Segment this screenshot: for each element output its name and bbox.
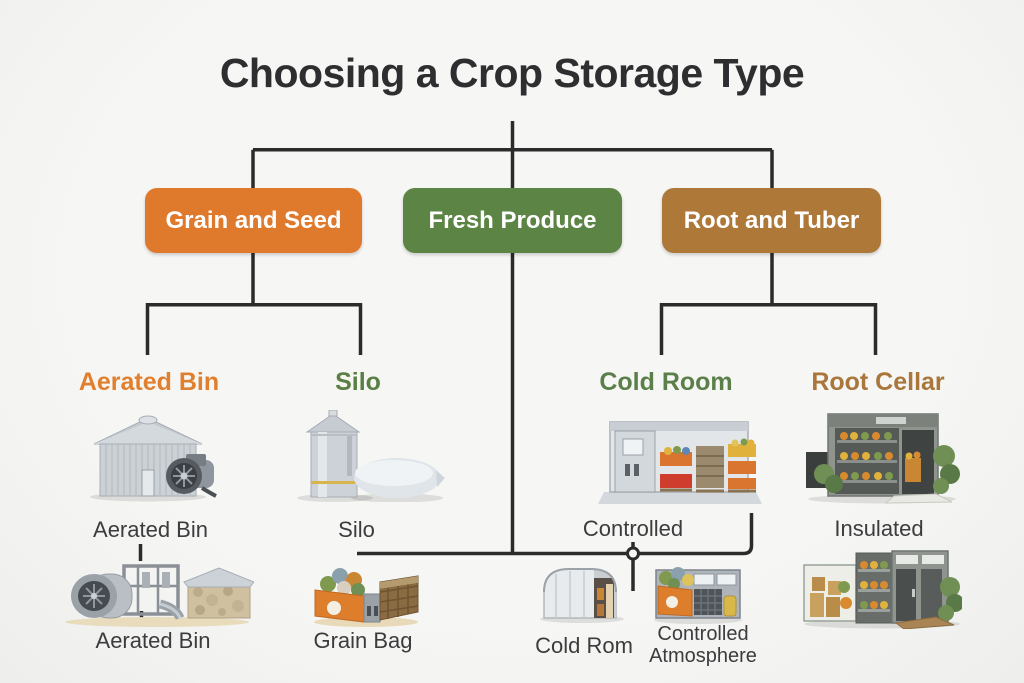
insulated-cellar-illustration (803, 550, 962, 629)
category-box-fresh-produce: Fresh Produce (403, 188, 622, 253)
connector-bottom-bar (357, 513, 754, 556)
connector-junction-node (626, 546, 640, 561)
page-title: Choosing a Crop Storage Type (219, 50, 805, 96)
aeration-fan-and-covered-pile-illustration (65, 564, 254, 627)
grain-bag-and-basket-illustration (314, 568, 419, 627)
caption-aerated-bin: Aerated Bin (93, 517, 208, 542)
caption-silo: Silo (338, 517, 375, 542)
root-cellar-illustration (806, 413, 960, 504)
caption-aerated-bin-2: Aerated Bin (95, 628, 211, 653)
caption-grain-bag: Grain Bag (313, 628, 413, 653)
heading-silo: Silo (335, 368, 381, 396)
category-label: Root and Tuber (683, 206, 860, 234)
heading-cold-room: Cold Room (599, 368, 733, 396)
silo-with-grain-bag-illustration (297, 410, 445, 502)
category-label: Grain and Seed (165, 206, 342, 234)
heading-root-cellar: Root Cellar (811, 368, 945, 396)
aerated-grain-bin-illustration (90, 415, 217, 502)
controlled-atmosphere-unit-illustration (654, 567, 742, 624)
category-box-root-and-tuber: Root and Tuber (662, 188, 881, 253)
connector-split-root (659, 303, 878, 355)
caption-insulated: Insulated (834, 516, 924, 541)
category-box-grain-and-seed: Grain and Seed (145, 188, 362, 253)
caption-cold-rom: Cold Rom (535, 633, 633, 658)
category-label: Fresh Produce (428, 206, 597, 234)
caption-controlled-atmosphere: Controlled Atmosphere (649, 623, 757, 668)
hoop-shelter-illustration (540, 568, 624, 623)
connector-split-grain (145, 303, 363, 355)
heading-aerated-bin: Aerated Bin (78, 368, 220, 396)
caption-controlled: Controlled (582, 516, 684, 541)
cold-room-illustration (598, 421, 762, 504)
